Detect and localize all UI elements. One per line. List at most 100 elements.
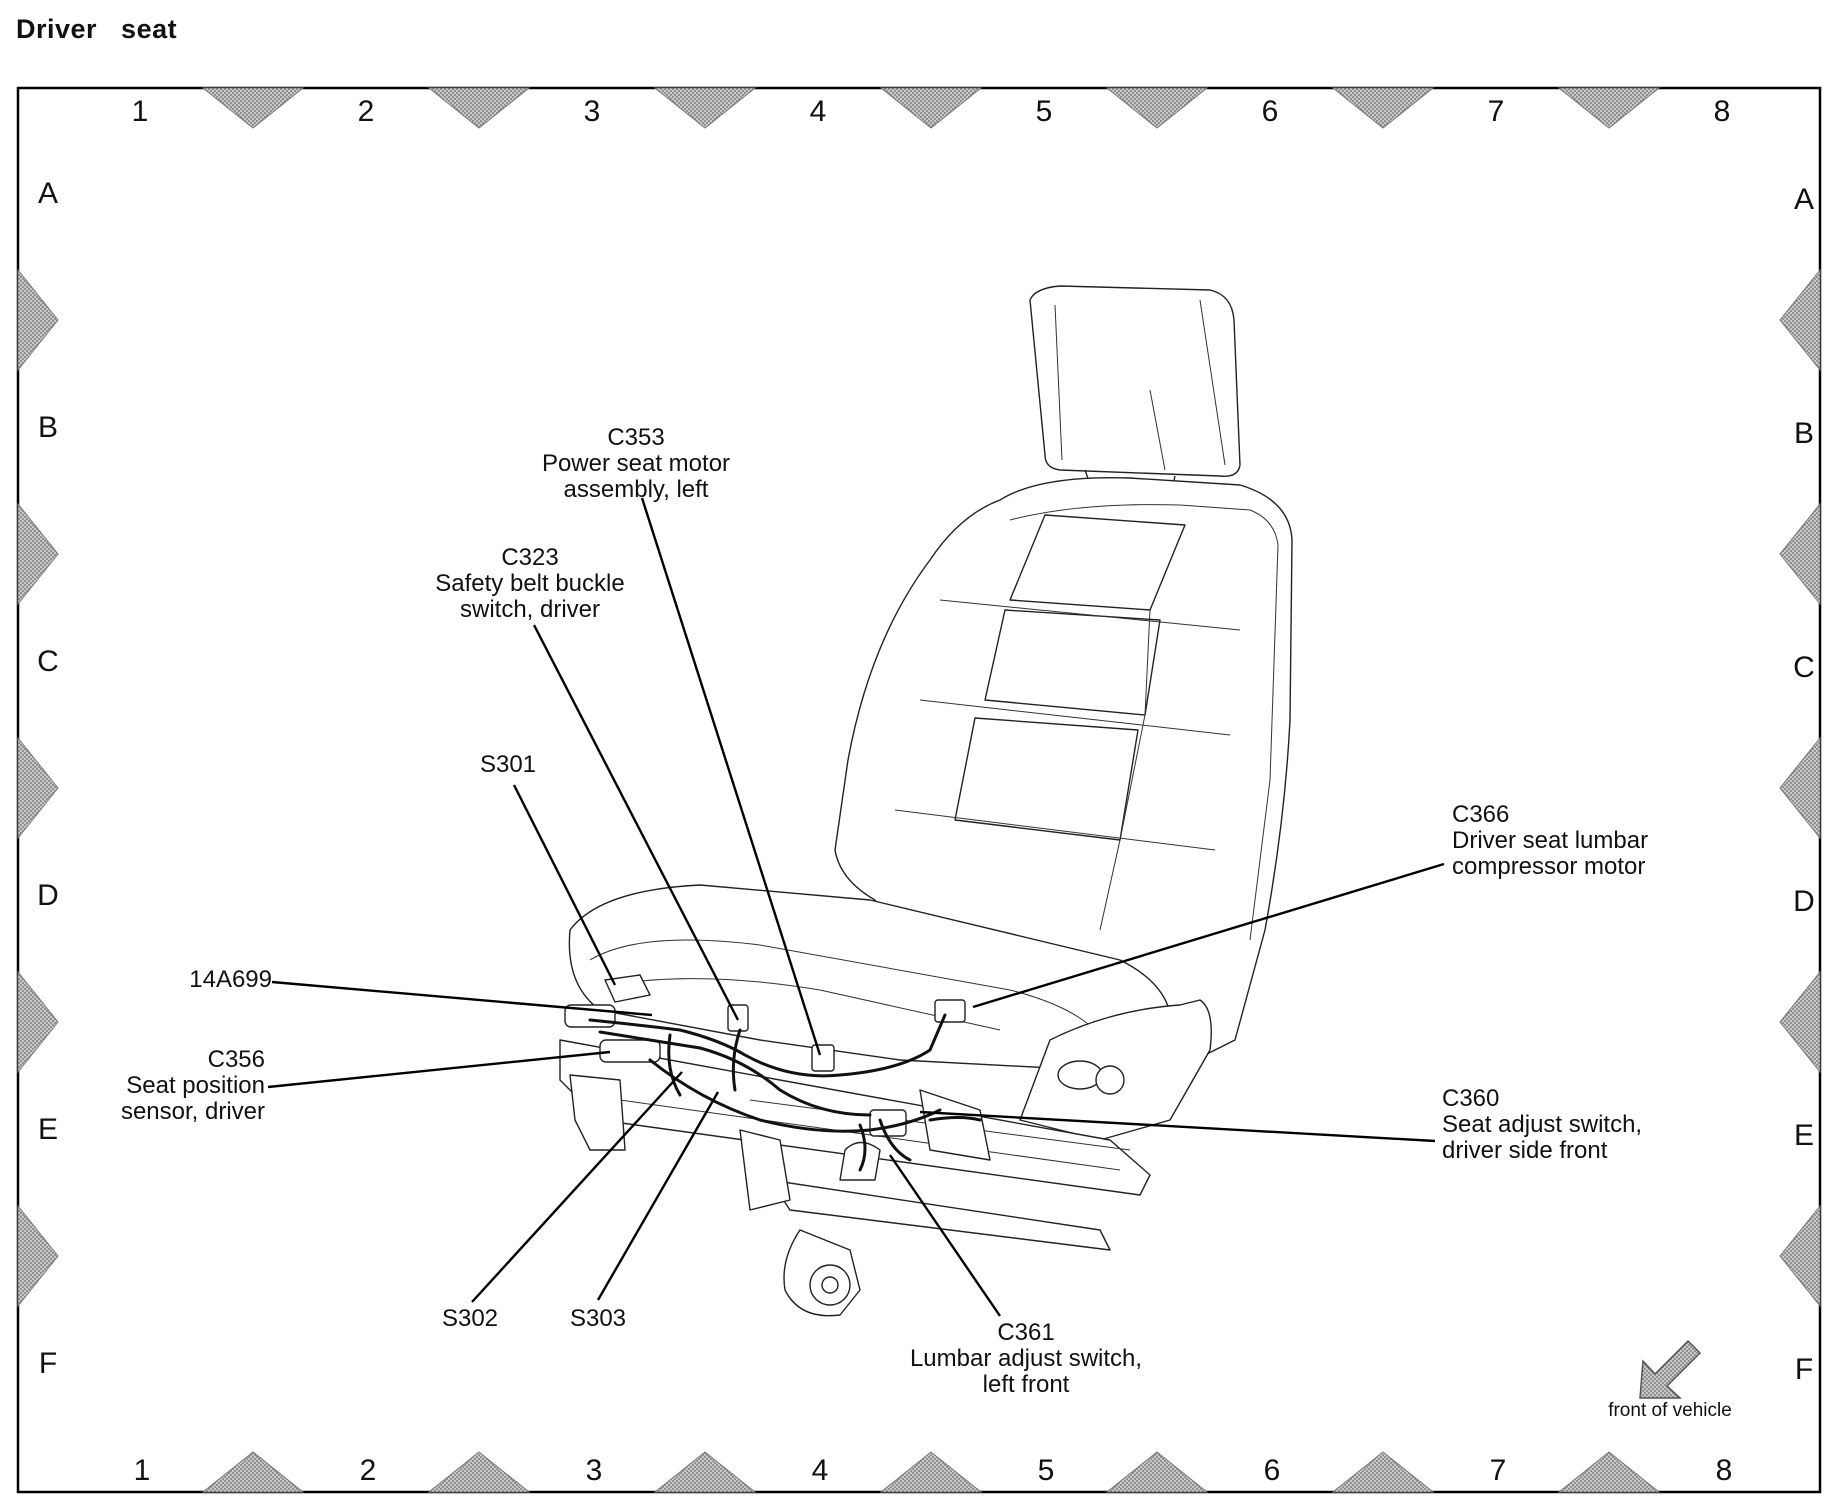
grid-marker-right [1779, 268, 1821, 372]
callout-description: compressor motor [1452, 853, 1645, 880]
front-of-vehicle-label: front of vehicle [1608, 1400, 1732, 1421]
callout-c323: C323 Safety belt buckle switch, driver [435, 544, 624, 623]
callout-s302: S302 [442, 1305, 498, 1332]
grid-marker-right [1779, 970, 1821, 1074]
callout-description: left front [983, 1371, 1070, 1398]
leader-14a699 [271, 980, 653, 1017]
row-label: D [37, 879, 59, 912]
callout-c361: C361 Lumbar adjust switch, left front [910, 1319, 1142, 1398]
callout-code: S302 [442, 1305, 498, 1332]
callout-code: C360 [1442, 1085, 1499, 1112]
grid-marker-bottom [653, 1451, 757, 1493]
callout-code: S301 [480, 751, 536, 778]
callout-s301: S301 [480, 751, 536, 778]
grid-marker-bottom [879, 1451, 983, 1493]
leader-c361 [889, 1154, 1001, 1317]
grid-marker-right [1779, 1204, 1821, 1308]
grid-marker-top [653, 87, 757, 129]
grid-marker-right [1779, 502, 1821, 606]
callout-code: C356 [208, 1046, 265, 1073]
row-label: F [1795, 1353, 1813, 1386]
arrow-down-left-icon [1639, 1339, 1702, 1399]
seat-illustration [559, 285, 1293, 1317]
grid-marker-right [1779, 736, 1821, 840]
row-label: A [1794, 183, 1814, 216]
grid-marker-left [17, 970, 59, 1074]
row-labels-left: A B C D E F [37, 177, 59, 1380]
callout-description: driver side front [1442, 1137, 1608, 1164]
grid-marker-left [17, 502, 59, 606]
column-label: 6 [1264, 1454, 1281, 1487]
column-labels-bottom: 1 2 3 4 5 6 7 8 [134, 1454, 1733, 1487]
grid-marker-top [879, 87, 983, 129]
leader-c360 [919, 1110, 1436, 1143]
column-labels-top: 1 2 3 4 5 6 7 8 [132, 95, 1731, 128]
column-label: 2 [360, 1454, 377, 1487]
callout-c360: C360 Seat adjust switch, driver side fro… [1442, 1085, 1642, 1164]
grid-marker-bottom [1557, 1451, 1661, 1493]
column-label: 8 [1716, 1454, 1733, 1487]
column-label: 6 [1262, 95, 1279, 128]
callout-description: Lumbar adjust switch, [910, 1345, 1142, 1372]
grid-marker-bottom [427, 1451, 531, 1493]
leader-lines [267, 497, 1445, 1317]
row-label: F [39, 1347, 57, 1380]
grid-marker-left [17, 1204, 59, 1308]
column-label: 7 [1488, 95, 1505, 128]
callout-description: switch, driver [460, 596, 600, 623]
column-label: 7 [1490, 1454, 1507, 1487]
grid-marker-top [1331, 87, 1435, 129]
callout-c366: C366 Driver seat lumbar compressor motor [1452, 801, 1648, 880]
callout-description: Safety belt buckle [435, 570, 624, 597]
leader-c323 [532, 624, 740, 1021]
column-label: 2 [358, 95, 375, 128]
callout-code: C366 [1452, 801, 1509, 828]
grid-marker-left [17, 736, 59, 840]
front-of-vehicle-indicator: front of vehicle [1608, 1339, 1732, 1421]
leader-s303 [596, 1091, 720, 1301]
leader-c356 [267, 1050, 611, 1089]
grid-marker-top [1557, 87, 1661, 129]
callout-14a699: 14A699 [189, 966, 272, 993]
row-label: C [37, 645, 59, 678]
row-label: E [38, 1113, 58, 1146]
callout-s303: S303 [570, 1305, 626, 1332]
column-label: 4 [812, 1454, 829, 1487]
callout-code: C353 [607, 424, 664, 451]
row-label: C [1793, 651, 1815, 684]
callout-description: assembly, left [564, 476, 709, 503]
column-label: 1 [134, 1454, 151, 1487]
page-title: Driver seat [16, 14, 178, 44]
callout-description: Seat position [126, 1072, 265, 1099]
grid-marker-bottom [1331, 1451, 1435, 1493]
callout-code: S303 [570, 1305, 626, 1332]
row-label: E [1794, 1119, 1814, 1152]
leader-c353 [640, 497, 822, 1056]
column-label: 5 [1036, 95, 1053, 128]
callout-c356: C356 Seat position sensor, driver [121, 1046, 265, 1125]
callout-description: Power seat motor [542, 450, 730, 477]
grid-marker-bottom [1105, 1451, 1209, 1493]
callout-code: C361 [997, 1319, 1054, 1346]
column-label: 3 [584, 95, 601, 128]
column-label: 3 [586, 1454, 603, 1487]
row-label: D [1793, 885, 1815, 918]
callout-description: Seat adjust switch, [1442, 1111, 1642, 1138]
leader-s302 [471, 1071, 683, 1303]
column-label: 5 [1038, 1454, 1055, 1487]
column-label: 8 [1714, 95, 1731, 128]
wire-harness [588, 1013, 982, 1172]
callout-code: C323 [501, 544, 558, 571]
row-label: A [38, 177, 58, 210]
callout-description: sensor, driver [121, 1098, 265, 1125]
grid-marker-bottom [201, 1451, 305, 1493]
grid-markers [17, 87, 1821, 1493]
column-label: 4 [810, 95, 827, 128]
grid-marker-top [1105, 87, 1209, 129]
row-labels-right: A B C D E F [1793, 183, 1815, 1386]
leader-c366 [972, 862, 1445, 1009]
grid-marker-top [427, 87, 531, 129]
row-label: B [1794, 417, 1814, 450]
callout-description: Driver seat lumbar [1452, 827, 1648, 854]
callout-code: 14A699 [189, 966, 272, 993]
